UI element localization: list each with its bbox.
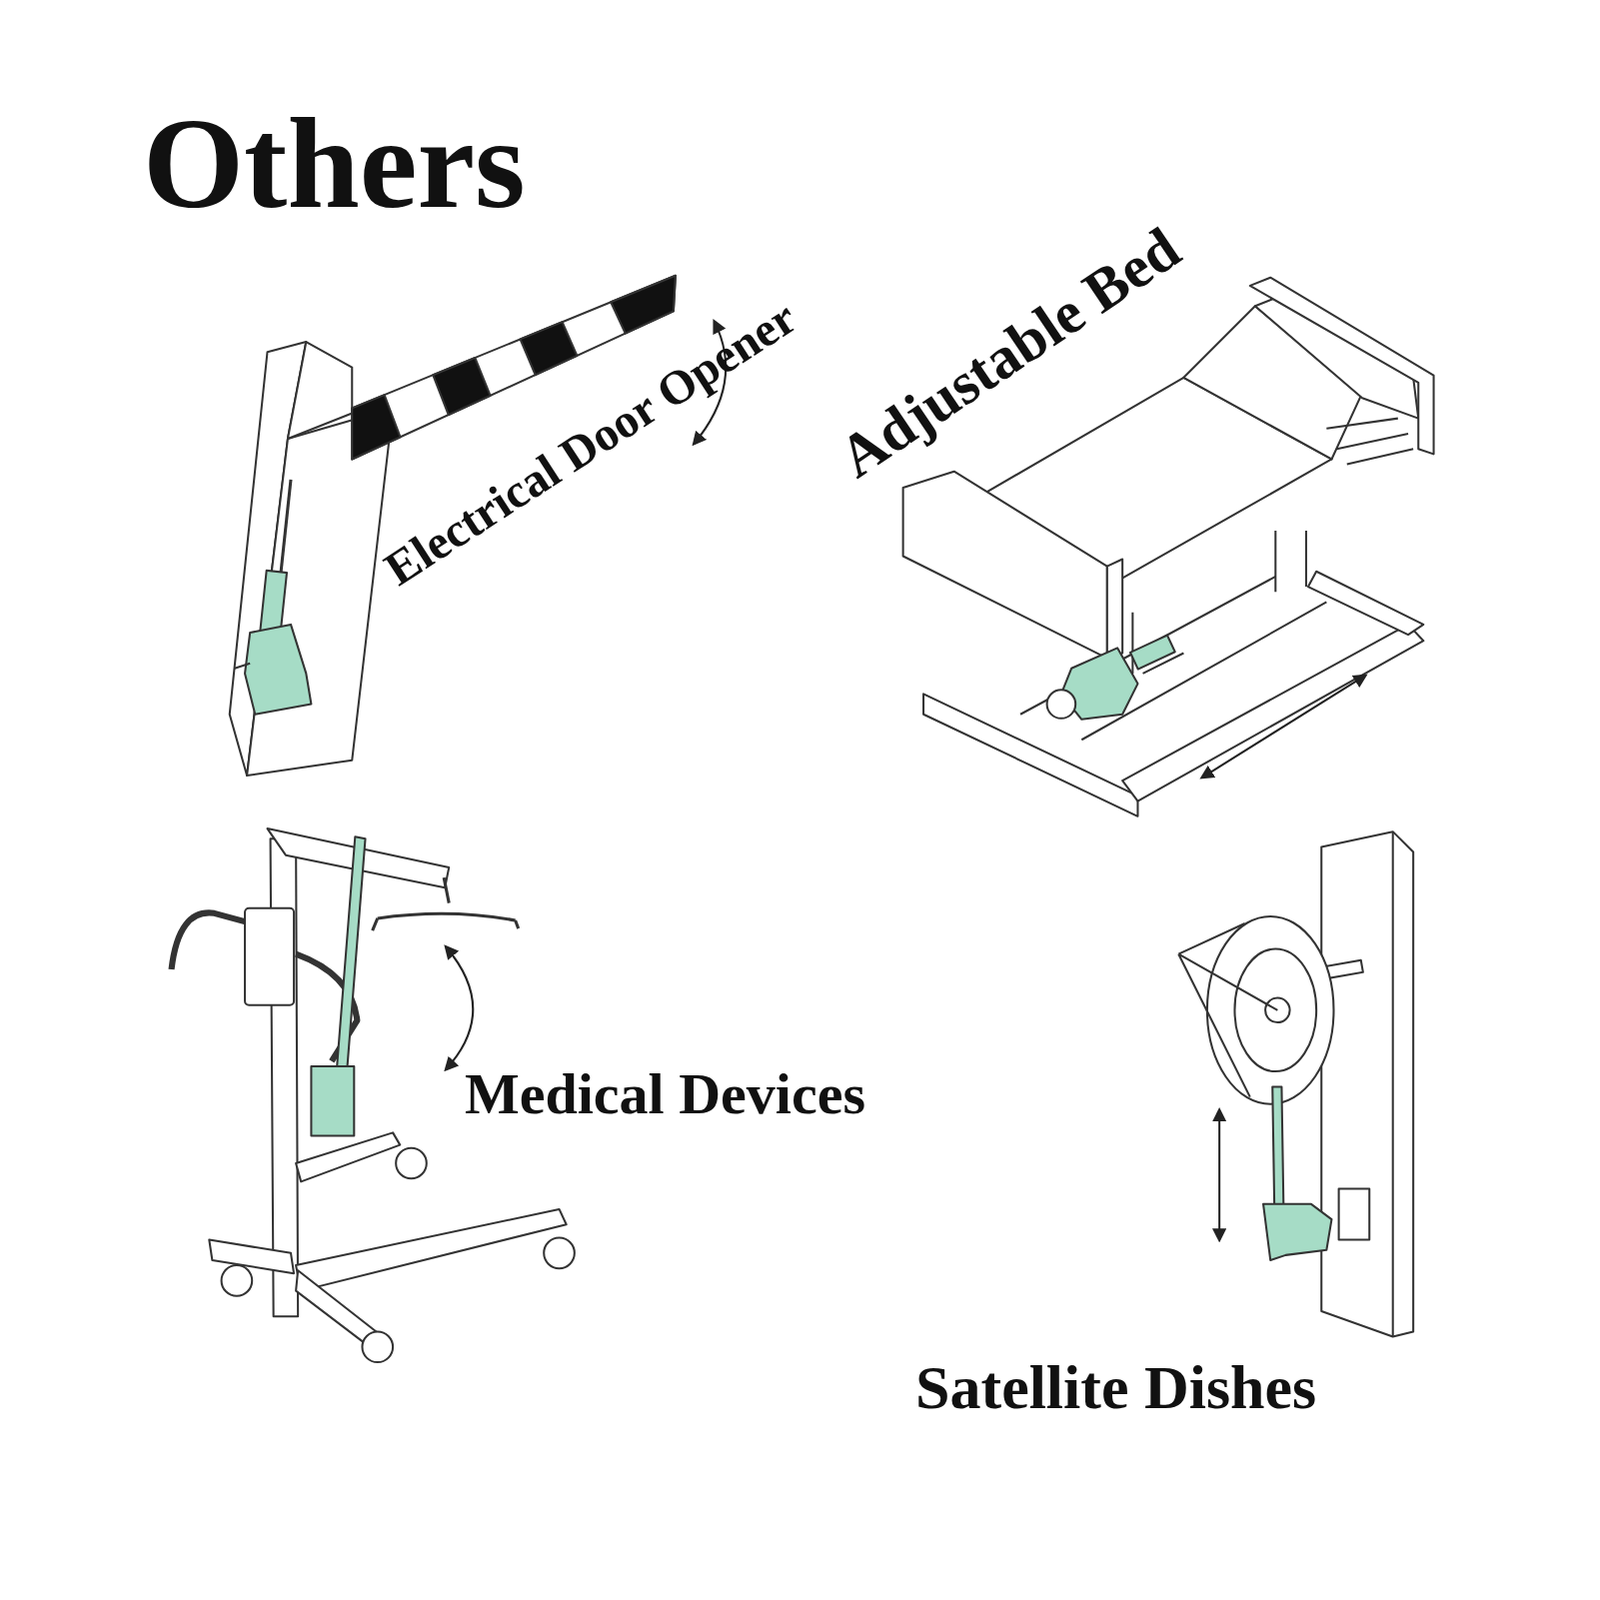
application-label: Satellite Dishes — [915, 1356, 1317, 1419]
application-label: Medical Devices — [464, 1065, 866, 1124]
page-title: Others — [142, 97, 526, 228]
satellite-dish — [1178, 831, 1414, 1337]
